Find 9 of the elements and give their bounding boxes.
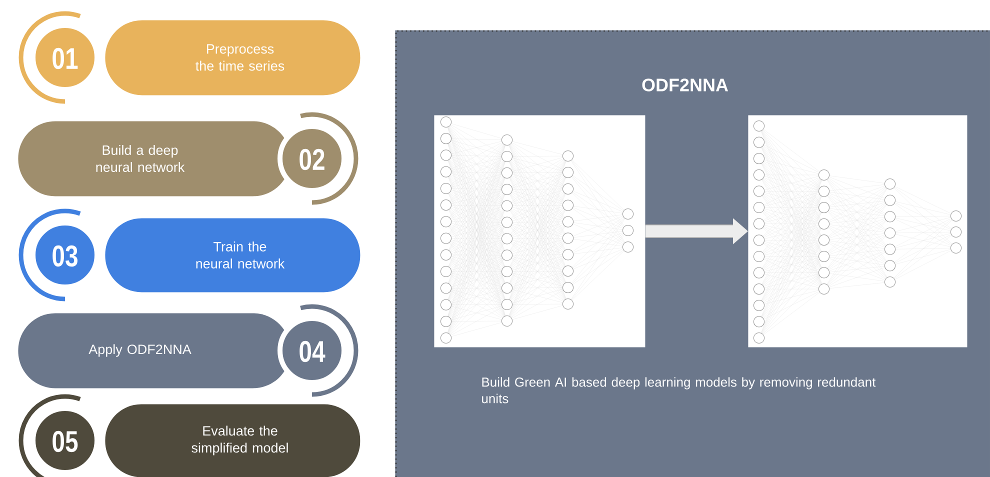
step-number: 01 [52,48,78,70]
panel-caption: Build Green AI based deep learning models by removing redundant units [482,377,876,404]
step-number: 05 [52,430,78,452]
step-number: 03 [52,245,78,267]
step-number: 02 [300,148,324,170]
neural-network-drawing [434,115,646,348]
step-number: 04 [300,340,326,362]
panel-title: ODF2NNA [642,78,728,92]
neural-network-drawing [748,115,968,348]
